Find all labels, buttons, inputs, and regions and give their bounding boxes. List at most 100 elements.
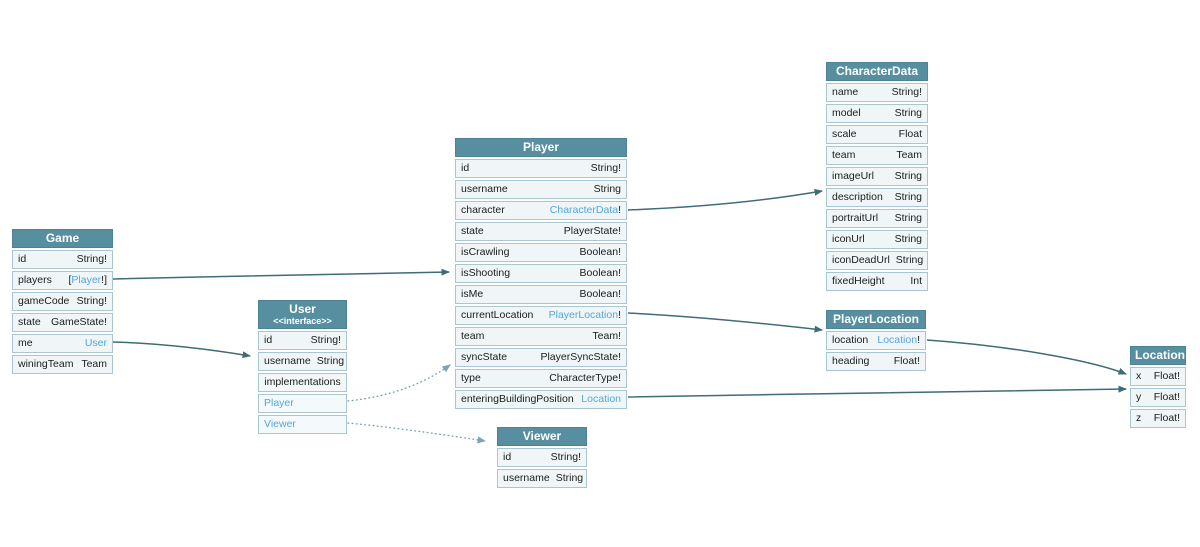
field-name: username <box>503 472 550 484</box>
field-type: String <box>895 189 922 206</box>
field-name: enteringBuildingPosition <box>461 393 574 405</box>
type-text: PlayerState! <box>563 225 621 237</box>
field-type: PlayerState! <box>564 223 621 240</box>
table-title: Viewer <box>522 429 562 443</box>
type-text: String <box>894 212 922 224</box>
type-text: Boolean! <box>579 288 621 300</box>
implementation-link-text: Viewer <box>264 418 296 430</box>
type-text: String! <box>76 295 107 307</box>
type-text: Int <box>910 275 922 287</box>
field-name: gameCode <box>18 295 70 307</box>
table-title: Location <box>1135 348 1185 362</box>
table-header-player[interactable]: Player <box>455 138 627 157</box>
field-type: Boolean! <box>580 265 621 282</box>
field-row-portraitUrl[interactable]: portraitUrl String <box>826 209 928 228</box>
field-row-fixedHeight[interactable]: fixedHeight Int <box>826 272 928 291</box>
type-link[interactable]: Location <box>581 393 621 405</box>
field-row-gameCode[interactable]: gameCode String! <box>12 292 113 311</box>
field-row-iconUrl[interactable]: iconUrl String <box>826 230 928 249</box>
field-name: portraitUrl <box>832 212 879 224</box>
table-title: Game <box>45 231 80 245</box>
type-text: String <box>593 183 621 195</box>
type-link[interactable]: Player <box>71 274 102 286</box>
field-name: team <box>461 330 485 342</box>
type-text: PlayerSyncState! <box>540 351 621 363</box>
table-header-game[interactable]: Game <box>12 229 113 248</box>
field-type: Float! <box>1154 389 1180 406</box>
field-type: Boolean! <box>580 286 621 303</box>
type-link[interactable]: CharacterData <box>549 204 619 216</box>
field-name: heading <box>832 355 870 367</box>
edge-user-player-to-player <box>347 364 451 402</box>
field-row-enteringBuildingPosition[interactable]: enteringBuildingPosition Location <box>455 390 627 409</box>
field-type: String <box>556 470 583 487</box>
type-link[interactable]: PlayerLocation <box>548 309 619 321</box>
table-header-user[interactable]: User<<interface>> <box>258 300 347 329</box>
field-name: iconDeadUrl <box>832 254 890 266</box>
field-type: String <box>895 210 922 227</box>
field-type: Team! <box>592 328 621 345</box>
field-type: Int <box>910 273 922 290</box>
field-name: fixedHeight <box>832 275 885 287</box>
type-text: String <box>894 233 922 245</box>
type-link[interactable]: User <box>84 337 107 349</box>
field-row-username[interactable]: username String <box>497 469 587 488</box>
field-type: String <box>895 105 922 122</box>
type-text: Float <box>898 128 922 140</box>
field-type: [Player!] <box>68 272 107 289</box>
type-text: Team <box>81 358 107 370</box>
field-type: Float <box>899 126 922 143</box>
field-name: iconUrl <box>832 233 865 245</box>
table-header-playerlocation[interactable]: PlayerLocation <box>826 310 926 329</box>
field-type: Float! <box>1154 368 1180 385</box>
field-type: Location <box>581 391 621 408</box>
type-link[interactable]: Location <box>877 334 918 346</box>
implementation-link-viewer[interactable]: Viewer <box>258 415 347 434</box>
implementations-label: implementations <box>264 376 341 388</box>
implementation-link-player[interactable]: Player <box>258 394 347 413</box>
type-prefix: [ <box>68 274 72 286</box>
field-type: String! <box>77 293 107 310</box>
type-text: CharacterType! <box>549 372 621 384</box>
field-type: String! <box>892 84 922 101</box>
implementations-label-row: implementations <box>258 373 347 392</box>
type-text: Team <box>896 149 922 161</box>
type-text: Boolean! <box>579 267 621 279</box>
table-header-viewer[interactable]: Viewer <box>497 427 587 446</box>
field-row-players[interactable]: players[Player!] <box>12 271 113 290</box>
table-header-location[interactable]: Location <box>1130 346 1186 365</box>
table-header-characterdata[interactable]: CharacterData <box>826 62 928 81</box>
type-text: Team! <box>592 330 621 342</box>
field-row-team[interactable]: team Team! <box>455 327 627 346</box>
